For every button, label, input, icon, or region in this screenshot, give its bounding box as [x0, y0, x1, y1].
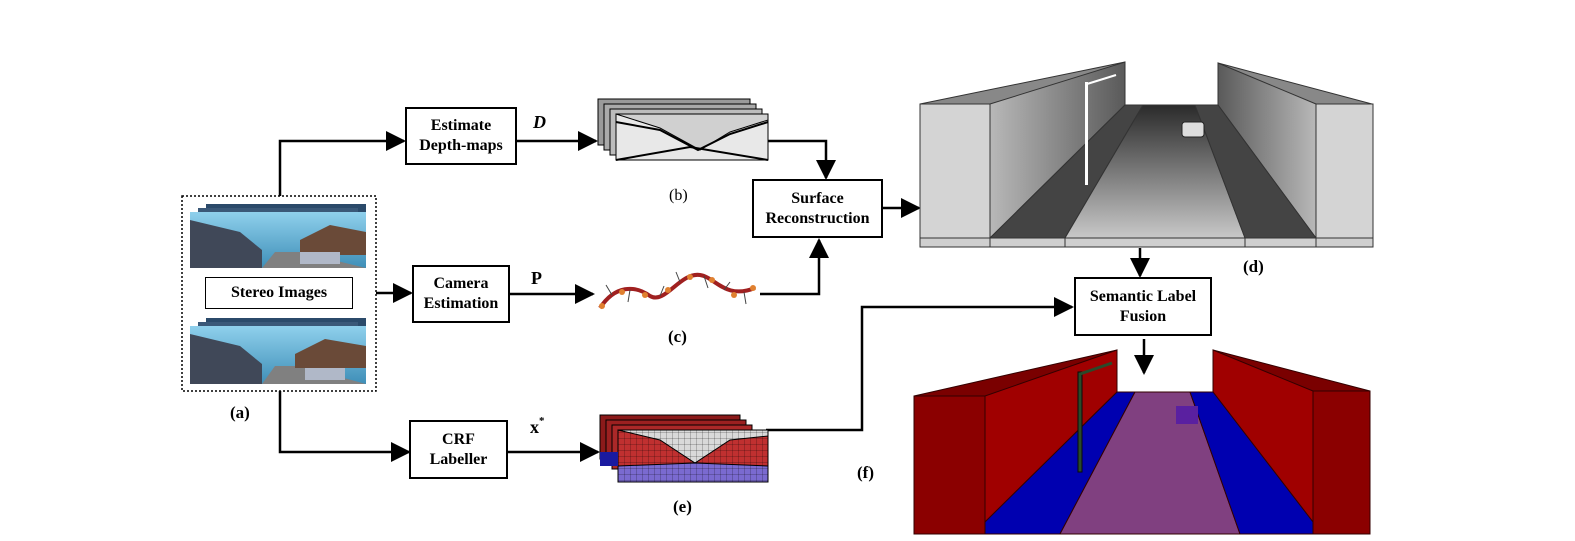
figure-label-f: (f)	[857, 463, 874, 482]
edge-label-labels-sup: *	[539, 415, 545, 427]
edge-label-pose: P	[531, 268, 542, 288]
edge-label-labels: x*	[530, 415, 545, 437]
edge-stereo-to-crf	[278, 391, 411, 462]
semantic-street-model	[913, 349, 1371, 535]
edge-stereo-to-estimate	[278, 131, 406, 196]
stereo-top-images	[190, 204, 366, 268]
edge-depth-to-surface	[768, 139, 836, 180]
stereo-bottom-images	[190, 318, 366, 384]
camera-trajectory	[598, 271, 756, 310]
figure-label-b: (b)	[669, 187, 688, 204]
grey-street-model	[919, 61, 1374, 248]
figure-label-a: (a)	[230, 403, 250, 422]
estimate-depth-maps-box[interactable]: Estimate Depth-maps	[405, 107, 517, 165]
surface-reconstruction-box[interactable]: Surface Reconstruction	[752, 179, 883, 238]
crf-label-stack	[599, 414, 769, 483]
camera-estimation-box[interactable]: Camera Estimation	[412, 265, 510, 323]
depth-map-stack	[597, 98, 769, 161]
figure-label-d: (d)	[1243, 257, 1264, 276]
connectors	[278, 131, 1154, 462]
stereo-images-box[interactable]: Stereo Images	[205, 277, 353, 309]
figure-label-e: (e)	[673, 497, 692, 516]
edge-label-depth: D	[532, 112, 546, 132]
edge-labels-to-fusion	[766, 297, 1074, 432]
crf-labeller-box[interactable]: CRF Labeller	[409, 420, 508, 479]
edge-label-labels-base: x	[530, 417, 539, 437]
figure-label-c: (c)	[668, 327, 687, 346]
semantic-label-fusion-box[interactable]: Semantic Label Fusion	[1074, 277, 1212, 336]
edge-trajectory-to-surface	[760, 238, 829, 296]
